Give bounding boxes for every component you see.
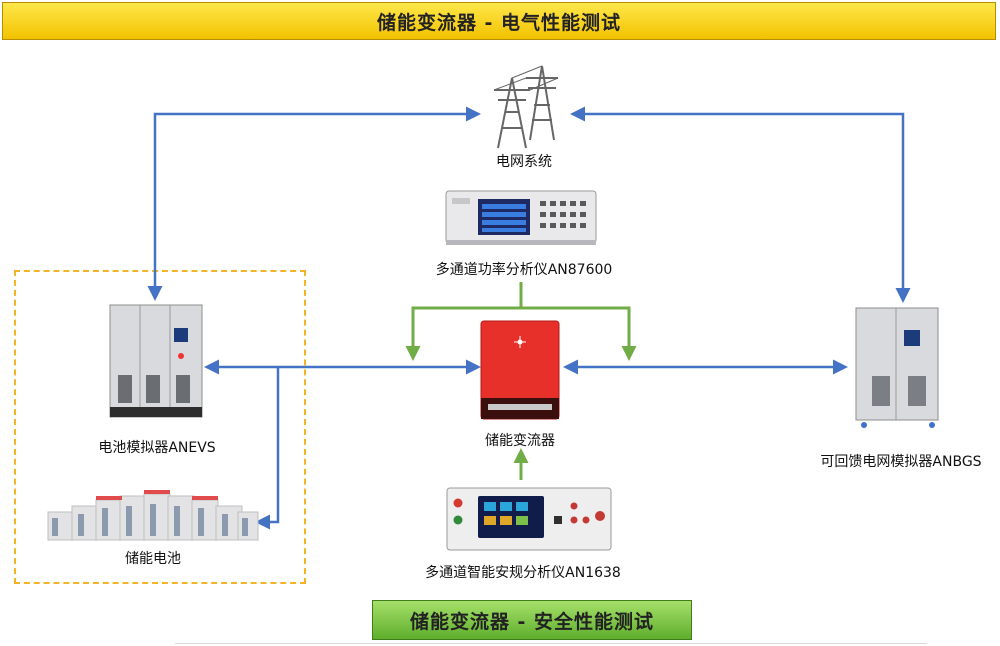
arrow-to-battery — [255, 367, 280, 530]
top-banner: 储能变流器 - 电气性能测试 — [2, 2, 996, 40]
arrow-analyzer-left — [405, 282, 523, 361]
safety-tester-device-icon — [446, 487, 612, 551]
label-grid-simulator: 可回馈电网模拟器ANBGS — [820, 454, 982, 470]
label-battery-simulator: 电池模拟器ANEVS — [98, 440, 216, 456]
green-connections — [405, 282, 637, 480]
power-tower-icon — [493, 65, 559, 149]
blue-connections — [147, 106, 911, 530]
label-grid: 电网系统 — [496, 154, 552, 170]
label-pcs: 储能变流器 — [485, 433, 555, 449]
label-power-analyzer: 多通道功率分析仪AN87600 — [435, 262, 613, 278]
bottom-banner-title: 储能变流器 - 安全性能测试 — [409, 610, 655, 633]
arrow-grid-to-grid-sim — [570, 106, 911, 303]
grid-simulator-cabinet-icon — [855, 307, 939, 428]
top-banner-title: 储能变流器 - 电气性能测试 — [376, 11, 622, 34]
pcs-inverter-device-icon — [480, 320, 560, 420]
bottom-divider — [175, 643, 927, 644]
arrow-grid-to-battery-sim — [147, 106, 481, 301]
bottom-banner: 储能变流器 - 安全性能测试 — [372, 600, 692, 640]
battery-simulator-cabinet-icon — [109, 304, 203, 418]
label-safety-analyzer: 多通道智能安规分析仪AN1638 — [425, 565, 621, 581]
power-analyzer-device-icon — [445, 190, 597, 245]
battery-rack-icon — [47, 490, 259, 541]
label-battery: 储能电池 — [125, 551, 181, 567]
arrow-analyzer-right — [521, 306, 637, 361]
